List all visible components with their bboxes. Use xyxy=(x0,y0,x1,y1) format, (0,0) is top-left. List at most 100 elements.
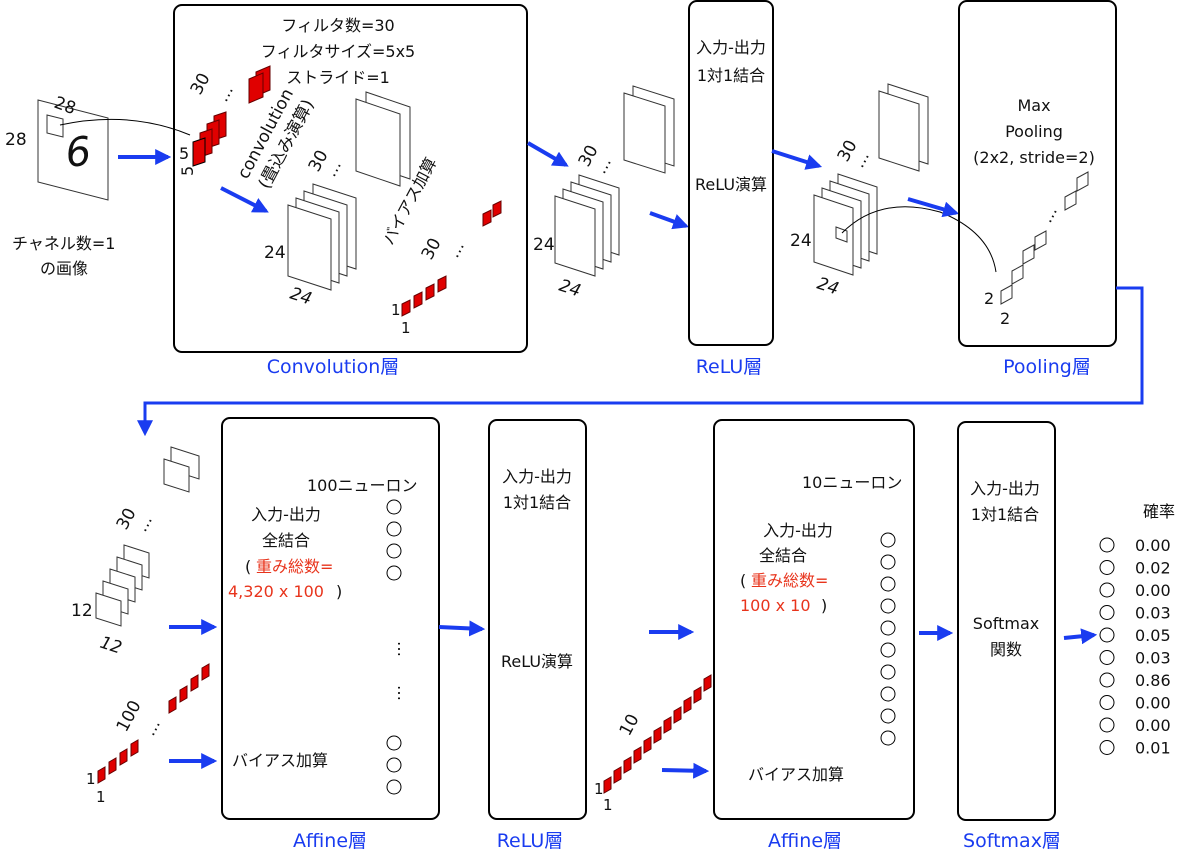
affine1-in-ellipsis: … xyxy=(132,512,156,535)
input-caption-line2: の画像 xyxy=(40,259,88,278)
output-probability-3: 0.03 xyxy=(1135,604,1171,623)
conv-bias-count: 30 xyxy=(418,235,446,263)
output-probability-6: 0.86 xyxy=(1135,671,1171,690)
conv-out-w: 24 xyxy=(287,284,314,310)
convolution-params: フィルタ数=30 フィルタサイズ=5x5 ストライド=1 xyxy=(261,16,415,87)
pool-title-line3: (2x2, stride=2) xyxy=(973,148,1095,167)
pool-title-line2: Pooling xyxy=(1005,122,1063,141)
layer-label-convolution: Convolution層 xyxy=(267,356,400,378)
affine1-neuron-column: … … xyxy=(386,499,413,795)
relu2-text-line1: 入力-出力 xyxy=(502,467,572,486)
flow-arrow xyxy=(1063,628,1098,645)
layer-label-pooling: Pooling層 xyxy=(1003,356,1091,378)
conv-param-stride: ストライド=1 xyxy=(286,68,390,87)
pool-in-ellipsis: … xyxy=(849,148,873,171)
output-node-8 xyxy=(1099,717,1115,733)
input-image: 6 28 28 チャネル数=1 の画像 xyxy=(5,93,191,278)
input-height-label: 28 xyxy=(5,130,27,150)
affine2-bias-label: バイアス加算 xyxy=(748,765,844,784)
conv-filter-stack: 30 … 5 5 xyxy=(178,65,271,176)
affine1-weights-line2: 4,320 x 100 xyxy=(228,582,324,601)
layer-label-softmax: Softmax層 xyxy=(963,830,1061,852)
output-probability-9: 0.01 xyxy=(1135,739,1171,758)
output-node-6 xyxy=(1099,672,1115,688)
pool-window-h: 2 xyxy=(984,289,994,308)
relu1-in-ellipsis: … xyxy=(591,154,615,177)
flow-arrow xyxy=(438,620,486,637)
layer-label-relu-2: ReLU層 xyxy=(497,830,564,852)
relu1-box xyxy=(688,0,774,346)
conv-param-filters: フィルタ数=30 xyxy=(281,16,394,35)
affine2-paren-close: ) xyxy=(821,596,827,615)
conv-kernel-w: 5 xyxy=(178,166,197,176)
layer-label-relu-1: ReLU層 xyxy=(696,356,763,378)
affine1-in-w: 12 xyxy=(97,633,124,659)
softmax-op-line1: Softmax xyxy=(973,614,1039,633)
conv-bias-w: 1 xyxy=(401,319,411,337)
affine1-bias-label: バイアス加算 xyxy=(232,751,328,770)
relu1-text-line2: 1対1結合 xyxy=(697,66,765,85)
flow-arrow xyxy=(526,141,569,167)
output-node-3 xyxy=(1099,605,1115,620)
layer-label-affine-2: Affine層 xyxy=(768,830,842,852)
flow-arrow xyxy=(661,762,710,779)
affine2-text-line2: 全結合 xyxy=(759,546,807,565)
input-caption-line1: チャネル数=1 xyxy=(12,234,115,253)
pool-out-ellipsis: … xyxy=(1037,203,1061,226)
conv-filter-count: 30 xyxy=(187,70,215,98)
output-node-2 xyxy=(1099,582,1115,598)
pool-in-w: 24 xyxy=(814,274,841,300)
affine2-bias-count: 10 xyxy=(616,711,644,739)
output-node-0 xyxy=(1099,537,1115,553)
softmax-text-line2: 1対1結合 xyxy=(971,505,1039,524)
affine2-weights-line2: 100 x 10 xyxy=(740,596,811,615)
affine2-neuron-column xyxy=(880,532,896,746)
output-probability-2: 0.00 xyxy=(1135,581,1171,600)
affine1-bias-ellipsis: … xyxy=(140,716,164,739)
conv-param-filter-size: フィルタサイズ=5x5 xyxy=(261,42,415,61)
flow-arrow xyxy=(220,186,269,213)
relu1-in-w: 24 xyxy=(556,276,583,302)
affine1-in-h: 12 xyxy=(71,601,93,621)
row-connector-arrow xyxy=(137,286,1144,437)
affine2-paren-open: ( xyxy=(740,571,746,590)
output-node-7 xyxy=(1099,695,1115,710)
flow-arrow xyxy=(907,197,960,218)
softmax-op-line2: 関数 xyxy=(990,640,1022,659)
output-probability-8: 0.00 xyxy=(1135,716,1171,735)
relu1-input-stack: 30 … 24 24 xyxy=(533,85,675,302)
pooling-box xyxy=(958,0,1117,347)
affine1-text-line1: 入力-出力 xyxy=(251,505,321,524)
softmax-box xyxy=(957,421,1056,821)
layer-label-affine-1: Affine層 xyxy=(293,830,367,852)
affine1-bias-h: 1 xyxy=(86,770,96,788)
output-node-5 xyxy=(1099,650,1115,665)
affine1-box xyxy=(221,417,440,820)
output-probability-4: 0.05 xyxy=(1135,626,1171,645)
output-probability-5: 0.03 xyxy=(1135,649,1171,668)
affine2-weights-line1: 重み総数= xyxy=(751,571,828,590)
convolution-box xyxy=(173,4,528,353)
flow-arrow xyxy=(771,149,823,170)
affine2-text-line1: 入力-出力 xyxy=(763,521,833,540)
output-probability-7: 0.00 xyxy=(1135,694,1171,713)
conv-out-ellipsis: … xyxy=(321,157,345,180)
input-digit: 6 xyxy=(63,129,93,177)
affine1-bias-stack: 100 … 1 1 xyxy=(86,663,210,806)
conv-out-h: 24 xyxy=(264,243,286,263)
relu2-text-line2: 1対1結合 xyxy=(503,493,571,512)
pool-title-line1: Max xyxy=(1017,96,1050,115)
output-probability-1: 0.02 xyxy=(1135,559,1171,578)
softmax-text-line1: 入力-出力 xyxy=(970,479,1040,498)
relu1-text-line1: 入力-出力 xyxy=(696,38,766,57)
probability-list: 0.00 0.02 0.00 0.03 0.05 0.03 0.86 0.00 0.00 0.01 xyxy=(1099,536,1171,758)
pool-output-units: … 2 2 xyxy=(984,171,1089,328)
affine2-neurons: 10ニューロン xyxy=(802,473,902,492)
output-probability-0: 0.00 xyxy=(1135,536,1171,555)
conv-output-stack: 30 … 24 24 xyxy=(264,91,411,310)
relu1-op: ReLU演算 xyxy=(695,175,767,194)
output-node-4 xyxy=(1099,627,1115,643)
output-title: 確率 xyxy=(1143,502,1175,521)
affine1-paren-close: ) xyxy=(336,582,342,601)
